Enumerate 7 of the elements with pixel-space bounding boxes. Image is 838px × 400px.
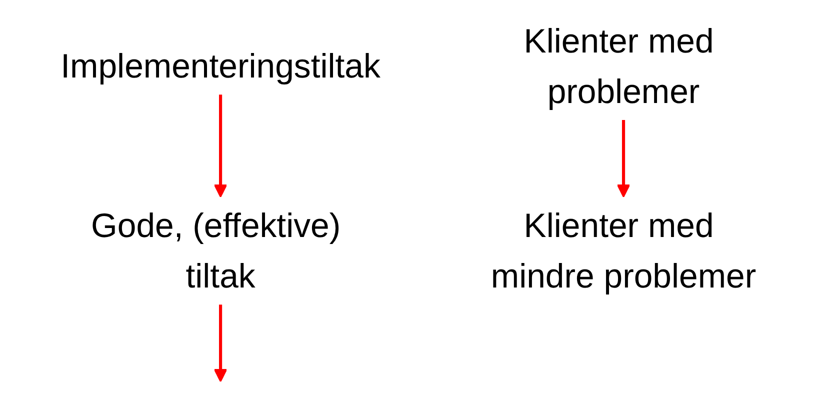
node-text: Gode, (effektive) tiltak xyxy=(91,206,341,296)
node-text: Implementeringstiltak xyxy=(60,46,380,86)
arrow xyxy=(214,94,228,198)
arrow xyxy=(616,120,630,198)
arrow xyxy=(214,304,228,382)
node-text: Klienter med mindre problemer xyxy=(490,206,756,296)
node-text: Klienter med problemer xyxy=(524,22,714,111)
